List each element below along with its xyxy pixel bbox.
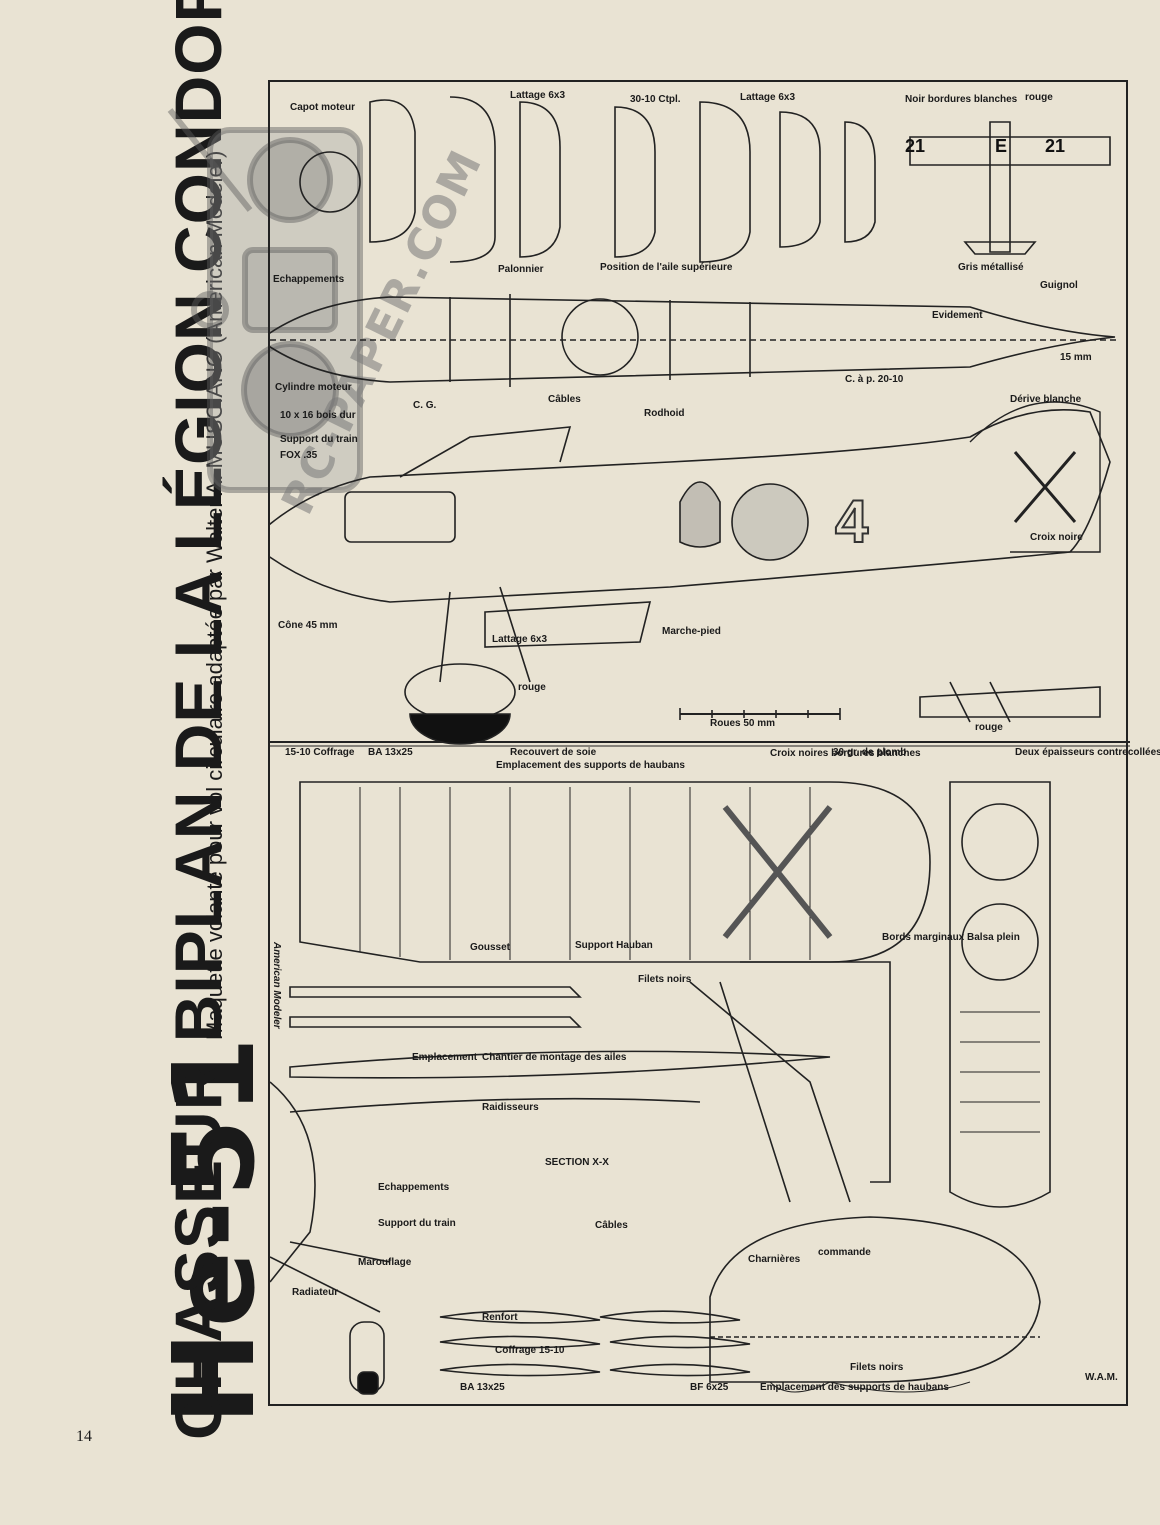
label-raidisseurs: Raidisseurs	[482, 1102, 539, 1113]
label-rodhoid: Rodhoid	[644, 408, 685, 419]
label-15mm: 15 mm	[1060, 352, 1092, 363]
marking-center: E	[995, 136, 1007, 156]
marking-left: 21	[905, 136, 925, 156]
label-radiateur-2: Radiateur	[292, 1287, 339, 1298]
page-number: 14	[76, 1428, 92, 1445]
label-marouflage: Marouflage	[358, 1257, 412, 1268]
label-cables: Câbles	[548, 394, 581, 405]
label-emplacement-supports: Emplacement des supports de haubans	[496, 760, 685, 771]
label-coffrage-15-10: Coffrage 15-10	[495, 1345, 565, 1356]
label-gousset: Gousset	[470, 942, 511, 953]
label-lattage: Lattage 6x3	[510, 90, 566, 101]
label-cap-20-10: C. à p. 20-10	[845, 374, 904, 385]
label-plomb: 30 gr. de plomb	[833, 747, 907, 758]
label-echappements-2: Echappements	[378, 1182, 450, 1193]
label-coffrage: 15-10 Coffrage	[285, 747, 355, 758]
label-derive-blanche: Dérive blanche	[1010, 394, 1082, 405]
label-deux-epaisseurs: Deux épaisseurs contrecollées	[1015, 747, 1160, 758]
label-ba-2: BA 13x25	[460, 1382, 505, 1393]
label-noir-bordures: Noir bordures blanches	[905, 94, 1018, 105]
label-cone: Cône 45 mm	[278, 620, 338, 631]
watermark-engine-photo	[167, 108, 363, 493]
label-cg: C. G.	[413, 400, 437, 411]
svg-text:4: 4	[835, 488, 869, 555]
plan-sheet: 21 E 21 4 Capot moteur Lattage 6x3 30-10…	[268, 80, 1160, 1406]
label-paper-strip: Lattage 6x3	[492, 634, 548, 645]
plan-drawing: 21 E 21 4	[270, 96, 1130, 1395]
label-rouge: rouge	[1025, 92, 1053, 103]
label-cylindre-moteur: Cylindre moteur	[275, 382, 352, 393]
label-charnieres: Charnières	[748, 1254, 801, 1265]
label-ctpl: 30-10 Ctpl.	[630, 94, 681, 105]
label-support-train: Support du train	[280, 434, 358, 445]
label-bords-marginaux: Bords marginaux Balsa plein	[882, 932, 1020, 943]
label-ba: BA 13x25	[368, 747, 413, 758]
label-wam: W.A.M.	[1085, 1372, 1118, 1383]
label-guignol: Guignol	[1040, 280, 1078, 291]
marking-right: 21	[1045, 136, 1065, 156]
label-fox: FOX .35	[280, 450, 318, 461]
label-croix-noires: Croix noires bordures blanches	[770, 748, 921, 759]
label-american-modeler: American Modeler	[271, 942, 282, 1029]
label-emplacement-supports-2: Emplacement des supports de haubans	[760, 1382, 949, 1393]
label-bois-dur: 10 x 16 bois dur	[280, 410, 356, 421]
label-lattage-2: Lattage 6x3	[740, 92, 796, 103]
label-emplacement: Emplacement	[412, 1052, 478, 1063]
label-evidement: Evidement	[932, 310, 983, 321]
label-bf: BF 6x25	[690, 1382, 729, 1393]
label-cables-2: Câbles	[595, 1220, 628, 1231]
label-croix-noire: Croix noire	[1030, 532, 1083, 543]
label-gris-metallise: Gris métallisé	[958, 262, 1024, 273]
label-renfort: Renfort	[482, 1312, 518, 1323]
label-haubans: SECTION X-X	[545, 1157, 609, 1168]
label-noir-small: rouge	[975, 722, 1003, 733]
label-filets-noirs-2: Filets noirs	[850, 1362, 904, 1373]
label-position-aile-sup: Position de l'aile supérieure	[600, 262, 733, 273]
label-recouvert-soie: Recouvert de soie	[510, 747, 597, 758]
label-palonnier: Palonnier	[498, 264, 544, 275]
label-capot-moteur: Capot moteur	[290, 102, 355, 113]
label-chantier: Chantier de montage des ailes	[482, 1052, 627, 1063]
label-marche-pied: Marche-pied	[662, 626, 721, 637]
label-support-hauban: Support Hauban	[575, 940, 653, 951]
label-radiateur: rouge	[518, 682, 546, 693]
label-echelle: Roues 50 mm	[710, 718, 776, 729]
label-support-train-2: Support du train	[378, 1218, 456, 1229]
label-commande: commande	[818, 1247, 871, 1258]
label-echappements: Echappements	[273, 274, 345, 285]
label-filets-noirs: Filets noirs	[638, 974, 692, 985]
